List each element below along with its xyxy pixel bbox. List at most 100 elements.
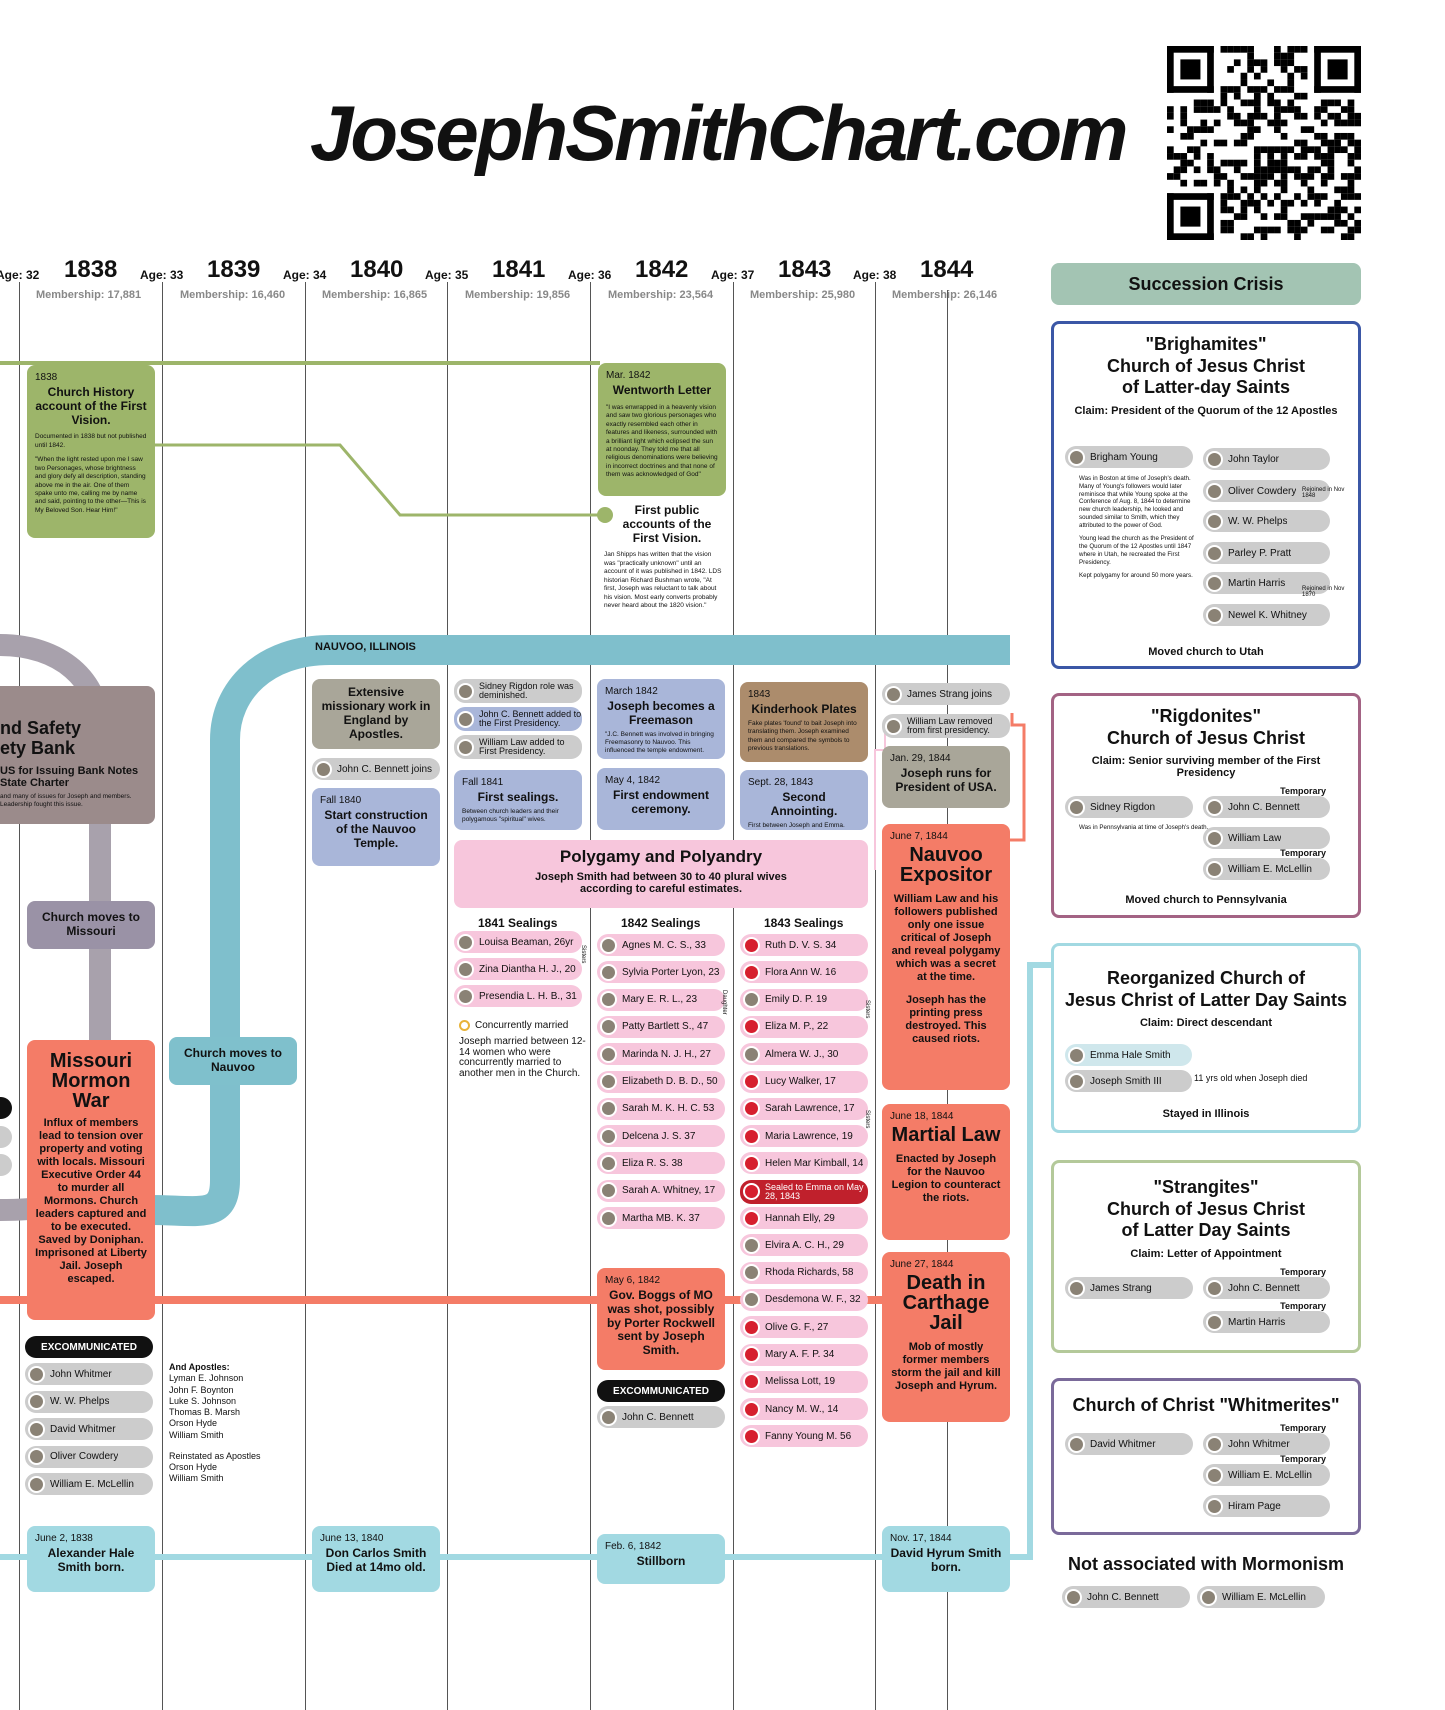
member-pill[interactable]: John C. Bennett — [597, 1406, 725, 1428]
sealing-pill[interactable]: Rhoda Richards, 58 — [740, 1261, 868, 1284]
sealing-pill[interactable]: Melissa Lott, 19 — [740, 1370, 868, 1393]
sealing-pill[interactable]: Marinda N. J. H., 27 — [597, 1043, 725, 1066]
qr-code-icon[interactable] — [1167, 46, 1361, 240]
member-pill[interactable]: William E. McLellin — [1197, 1586, 1325, 1608]
rigdonites-box[interactable]: "Rigdonites" Church of Jesus Christ Clai… — [1051, 693, 1361, 918]
member-pill[interactable]: W. W. Phelps — [1203, 510, 1330, 532]
church-moves-missouri-card[interactable]: Church moves to Missouri — [27, 901, 155, 949]
sealing-pill[interactable]: Sylvia Porter Lyon, 23 — [597, 961, 725, 984]
law-added-pill[interactable]: William Law added to First Presidency. — [454, 735, 582, 759]
sealing-pill[interactable]: Mary E. R. L., 23 — [597, 988, 725, 1011]
sealing-pill[interactable]: Louisa Beaman, 26yr — [454, 931, 582, 953]
brighamites-box[interactable]: "Brighamites" Church of Jesus Christ of … — [1051, 321, 1361, 669]
sealing-pill[interactable]: Flora Ann W. 16 — [740, 961, 868, 984]
don-carlos-card[interactable]: June 13, 1840 Don Carlos Smith Died at 1… — [312, 1526, 440, 1592]
card-title: Joseph runs for President of USA. — [895, 766, 997, 794]
sealing-pill[interactable]: Lucy Walker, 17 — [740, 1070, 868, 1093]
sealing-pill[interactable]: Zina Diantha H. J., 20 — [454, 958, 582, 980]
member-pill[interactable]: John Taylor — [1203, 448, 1330, 470]
strang-joins-pill[interactable]: James Strang joins — [882, 683, 1010, 705]
sealing-pill[interactable]: Maria Lawrence, 19 — [740, 1125, 868, 1148]
sealing-pill[interactable]: Elizabeth D. B. D., 50 — [597, 1070, 725, 1093]
carthage-card[interactable]: June 27, 1844 Death in Carthage Jail Mob… — [882, 1252, 1010, 1422]
mormon-war-card[interactable]: Missouri Mormon War Influx of members le… — [27, 1040, 155, 1320]
member-pill[interactable]: David Whitmer — [25, 1418, 153, 1440]
polygamy-card[interactable]: Polygamy and Polyandry Joseph Smith had … — [454, 840, 868, 908]
freemason-card[interactable]: March 1842 Joseph becomes a Freemason "J… — [597, 679, 725, 759]
church-moves-nauvoo-card[interactable]: Church moves to Nauvoo — [169, 1037, 297, 1085]
history-1838-card[interactable]: 1838 Church History account of the First… — [27, 365, 155, 538]
martial-law-card[interactable]: June 18, 1844 Martial Law Enacted by Jos… — [882, 1104, 1010, 1240]
member-pill[interactable]: W. W. Phelps — [25, 1390, 153, 1413]
sealing-pill[interactable]: Eliza M. P., 22 — [740, 1015, 868, 1038]
sealing-pill[interactable]: Patty Bartlett S., 47 — [597, 1015, 725, 1038]
temple-card[interactable]: Fall 1840 Start construction of the Nauv… — [312, 788, 440, 866]
member-pill[interactable]: Martin Harris — [1203, 572, 1330, 594]
david-hyrum-card[interactable]: Nov. 17, 1844 David Hyrum Smith born. — [882, 1526, 1010, 1592]
sealing-pill[interactable]: Desdemona W. F., 32 — [740, 1288, 868, 1311]
first-sealings-card[interactable]: Fall 1841 First sealings. Between church… — [454, 770, 582, 830]
sealing-pill[interactable]: Fanny Young M. 56 — [740, 1425, 868, 1448]
sealing-pill[interactable]: Sarah M. K. H. C. 53 — [597, 1097, 725, 1120]
member-pill[interactable]: Emma Hale Smith — [1065, 1044, 1192, 1066]
bennett-joins-pill[interactable]: John C. Bennett joins — [312, 758, 440, 780]
wentworth-card[interactable]: Mar. 1842 Wentworth Letter "I was enwrap… — [598, 363, 726, 496]
member-pill[interactable]: James Strang — [1065, 1277, 1193, 1299]
kinderhook-card[interactable]: 1843 Kinderhook Plates Fake plates 'foun… — [740, 682, 868, 762]
sealed-to-emma-pill[interactable]: Sealed to Emma on May 28, 1843 — [740, 1179, 868, 1204]
member-pill[interactable]: John C. Bennett — [1062, 1586, 1190, 1608]
sealing-pill[interactable]: Emily D. P. 19 — [740, 988, 868, 1011]
member-pill[interactable]: David Whitmer — [1065, 1433, 1193, 1455]
member-pill[interactable]: Oliver Cowdery — [1203, 480, 1330, 502]
sealing-pill[interactable]: Presendia L. H. B., 31 — [454, 985, 582, 1007]
sealing-pill[interactable]: Delcena J. S. 37 — [597, 1125, 725, 1148]
bennett-added-pill[interactable]: John C. Bennett added to the First Presi… — [454, 707, 582, 731]
sealing-pill[interactable]: Martha MB. K. 37 — [597, 1207, 725, 1229]
sealing-pill[interactable]: Agnes M. C. S., 33 — [597, 934, 725, 956]
whitmerites-box[interactable]: Church of Christ "Whitmerites" David Whi… — [1051, 1378, 1361, 1535]
member-pill[interactable]: William Law — [1203, 827, 1330, 849]
sealing-pill[interactable]: Olive G. F., 27 — [740, 1316, 868, 1339]
sealing-pill[interactable]: Helen Mar Kimball, 14 — [740, 1152, 868, 1175]
strangites-box[interactable]: "Strangites" Church of Jesus Christ of L… — [1051, 1160, 1361, 1353]
endowment-card[interactable]: May 4, 1842 First endowment ceremony. — [597, 768, 725, 830]
sealing-pill[interactable]: Sarah Lawrence, 17 — [740, 1097, 868, 1120]
sealing-pill[interactable]: Mary A. F. P. 34 — [740, 1343, 868, 1366]
alexander-card[interactable]: June 2, 1838 Alexander Hale Smith born. — [27, 1526, 155, 1592]
sealing-pill[interactable]: Almera W. J., 30 — [740, 1043, 868, 1066]
member-pill[interactable]: Oliver Cowdery — [25, 1445, 153, 1468]
sealing-pill[interactable]: Ruth D. V. S. 34 — [740, 934, 868, 956]
member-pill[interactable]: Parley P. Pratt — [1203, 542, 1330, 564]
card-date: May 4, 1842 — [605, 775, 661, 786]
law-removed-pill[interactable]: William Law removed from first presidenc… — [882, 714, 1010, 738]
member-pill[interactable]: Sidney Rigdon — [1065, 796, 1193, 818]
member-pill[interactable]: John Whitmer — [25, 1363, 153, 1385]
rigdon-role-pill[interactable]: Sidney Rigdon role was deminished. — [454, 679, 582, 703]
avatar — [600, 1045, 617, 1063]
member-pill[interactable]: Newel K. Whitney — [1203, 604, 1330, 626]
sealing-pill[interactable]: Hannah Elly, 29 — [740, 1207, 868, 1229]
expositor-card[interactable]: June 7, 1844 Nauvoo Expositor William La… — [882, 824, 1010, 1090]
boggs-card[interactable]: May 6, 1842 Gov. Boggs of MO was shot, p… — [597, 1268, 725, 1370]
sealing-pill[interactable]: Eliza R. S. 38 — [597, 1152, 725, 1175]
reorganized-box[interactable]: Reorganized Church of Jesus Christ of La… — [1051, 943, 1361, 1133]
sealing-pill[interactable]: Nancy M. W., 14 — [740, 1398, 868, 1421]
anointing-card[interactable]: Sept. 28, 1843 Second Annointing. First … — [740, 770, 868, 830]
sealing-pill[interactable]: Sarah A. Whitney, 17 — [597, 1179, 725, 1202]
missionary-card[interactable]: Extensive missionary work in England by … — [312, 679, 440, 749]
member-pill[interactable]: William E. McLellin — [25, 1473, 153, 1495]
avatar — [1206, 482, 1223, 500]
member-pill[interactable]: Joseph Smith III — [1065, 1070, 1192, 1092]
stillborn-card[interactable]: Feb. 6, 1842 Stillborn — [597, 1534, 725, 1584]
president-run-card[interactable]: Jan. 29, 1844 Joseph runs for President … — [882, 746, 1010, 808]
member-pill[interactable]: Brigham Young — [1065, 446, 1193, 468]
member-pill[interactable]: Hiram Page — [1203, 1495, 1330, 1517]
sealing-pill[interactable]: Elvira A. C. H., 29 — [740, 1234, 868, 1257]
